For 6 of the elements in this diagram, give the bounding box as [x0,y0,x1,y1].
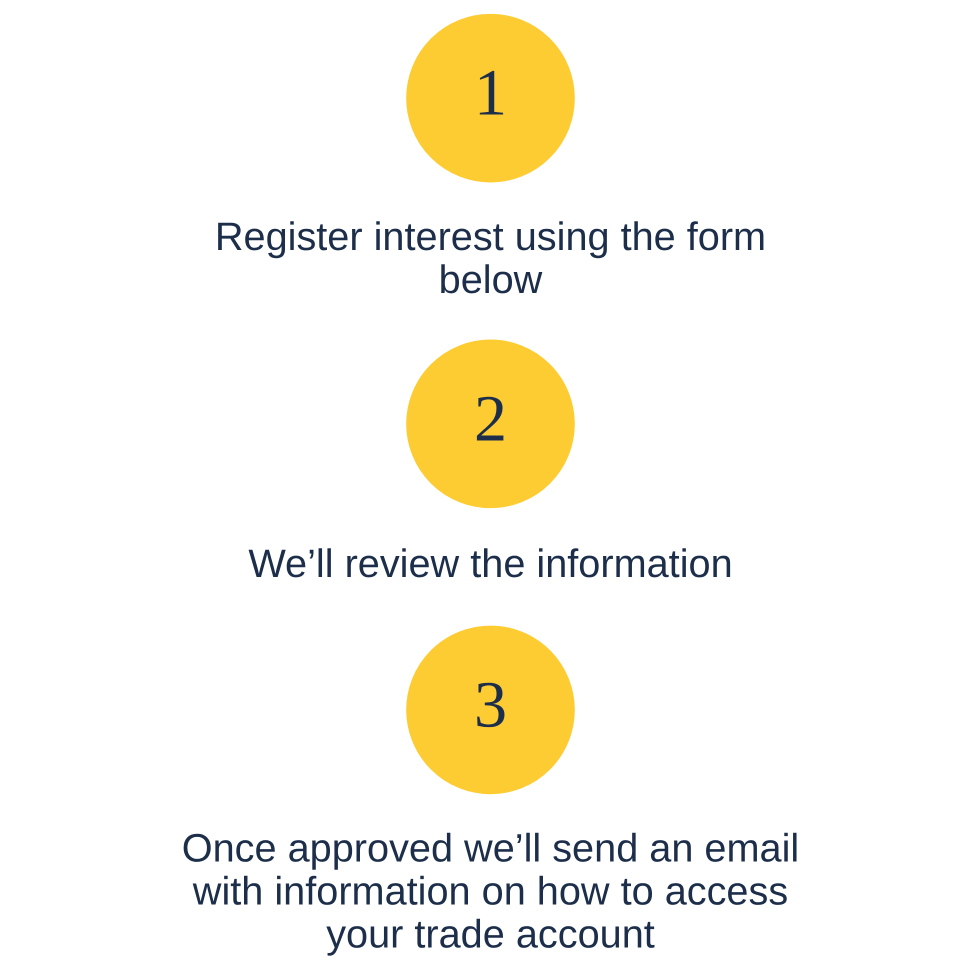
node-circle: 1 [406,14,574,182]
node-label: Once approved we’ll send an email with information on how to access your trade account [181,826,799,956]
node-label: We’ll review the information [248,542,732,586]
node-circle: 3 [406,626,574,794]
node-circle: 2 [406,340,574,508]
node-label: Register interest using the form below [214,214,766,302]
